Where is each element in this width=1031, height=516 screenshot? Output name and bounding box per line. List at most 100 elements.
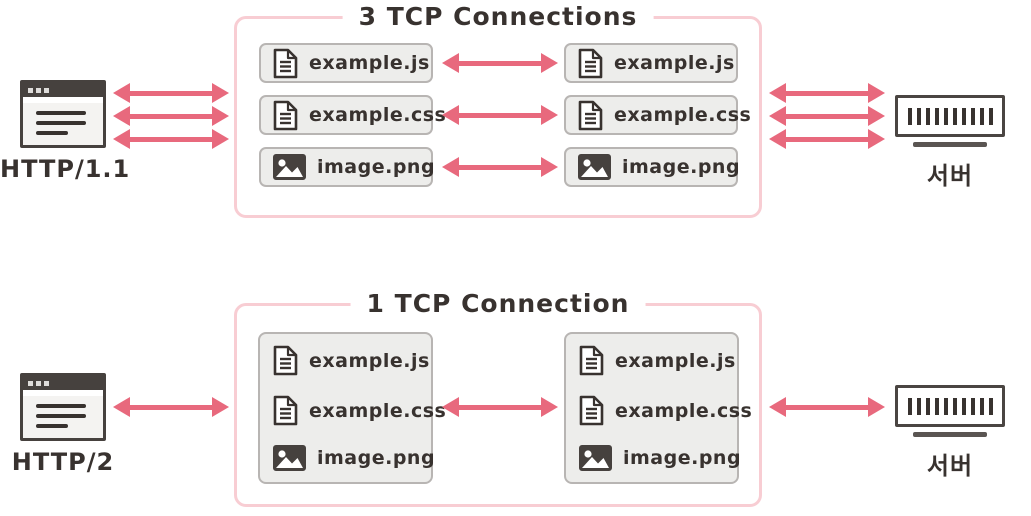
arrow-shaft — [786, 113, 868, 119]
document-icon — [578, 48, 603, 79]
arrow-shaft — [130, 136, 212, 142]
arrowhead — [442, 53, 459, 73]
arrow-shaft — [786, 136, 868, 142]
document-icon — [273, 345, 298, 376]
file-name: example.js — [614, 52, 735, 74]
server-label: 서버 — [926, 452, 974, 480]
file-name: example.css — [614, 104, 752, 126]
file-name: image.png — [317, 156, 436, 178]
arrowhead — [442, 397, 459, 417]
file-name: example.js — [309, 52, 430, 74]
browser-addressbar — [23, 97, 103, 103]
file-chip: example.js — [259, 43, 433, 83]
arrowhead — [212, 129, 229, 149]
tcp-connection-arrow — [113, 129, 229, 149]
arrow-shaft — [130, 113, 212, 119]
tcp-connection-arrow — [113, 106, 229, 126]
window-dot-icon — [36, 87, 41, 93]
file-group: example.js example.css image.png — [564, 332, 752, 484]
arrow-shaft — [459, 164, 541, 170]
tcp-connection-arrow — [769, 129, 885, 149]
arrowhead — [212, 397, 229, 417]
file-row: image.png — [579, 445, 741, 471]
file-name: example.css — [615, 399, 753, 422]
image-icon — [273, 445, 306, 471]
document-icon — [579, 345, 604, 376]
image-icon — [273, 154, 306, 180]
frame-title: 1 TCP Connection — [350, 289, 646, 318]
arrowhead — [541, 105, 558, 125]
arrow-shaft — [130, 90, 212, 96]
image-icon — [579, 445, 612, 471]
arrowhead — [769, 129, 786, 149]
browser-titlebar — [23, 83, 103, 97]
arrowhead — [769, 83, 786, 103]
arrowhead — [113, 129, 130, 149]
client-label: HTTP/2 — [11, 448, 115, 476]
client-label: HTTP/1.1 — [0, 155, 131, 183]
file-chip: image.png — [564, 147, 741, 187]
tcp-connection-arrow — [769, 83, 885, 103]
server-label: 서버 — [926, 162, 974, 190]
tcp-connection-arrow — [113, 397, 229, 417]
arrow-shaft — [459, 404, 541, 410]
image-icon — [578, 154, 611, 180]
server-base — [913, 142, 987, 147]
file-row: example.js — [273, 345, 430, 376]
file-chip: example.css — [564, 95, 751, 135]
window-dot-icon — [44, 87, 49, 93]
file-name: example.js — [615, 349, 736, 372]
browser-icon — [20, 80, 106, 148]
arrow-shaft — [786, 404, 868, 410]
arrowhead — [868, 129, 885, 149]
browser-icon — [20, 373, 106, 441]
document-icon — [273, 395, 298, 426]
file-transfer-arrow — [442, 105, 558, 125]
tcp-connection-arrow — [769, 397, 885, 417]
browser-addressbar — [23, 390, 103, 396]
file-chip: example.js — [564, 43, 738, 83]
arrowhead — [442, 105, 459, 125]
arrowhead — [868, 83, 885, 103]
browser-titlebar — [23, 376, 103, 390]
browser-content-lines — [23, 103, 103, 135]
frame-title: 3 TCP Connections — [342, 2, 654, 31]
file-row: example.css — [579, 395, 752, 426]
file-row: image.png — [273, 445, 435, 471]
arrowhead — [212, 83, 229, 103]
document-icon — [273, 100, 298, 131]
arrowhead — [769, 106, 786, 126]
file-name: example.css — [309, 399, 447, 422]
arrowhead — [442, 157, 459, 177]
document-icon — [273, 48, 298, 79]
arrowhead — [113, 106, 130, 126]
arrowhead — [113, 83, 130, 103]
document-icon — [578, 100, 603, 131]
file-name: image.png — [317, 447, 436, 469]
arrowhead — [868, 397, 885, 417]
file-chip: example.css — [259, 95, 446, 135]
file-transfer-arrow — [442, 397, 558, 417]
arrowhead — [868, 106, 885, 126]
arrow-shaft — [786, 90, 868, 96]
document-icon — [579, 395, 604, 426]
arrowhead — [113, 397, 130, 417]
file-row: example.js — [579, 345, 736, 376]
arrowhead — [541, 53, 558, 73]
server-rack-icon — [895, 95, 1005, 137]
window-dot-icon — [36, 380, 41, 386]
file-group: example.js example.css image.png — [258, 332, 446, 484]
file-name: image.png — [623, 447, 742, 469]
server-rack-icon — [895, 385, 1005, 427]
file-name: example.css — [309, 104, 447, 126]
file-transfer-arrow — [442, 53, 558, 73]
window-dot-icon — [28, 380, 33, 386]
file-row: example.css — [273, 395, 446, 426]
arrow-shaft — [459, 60, 541, 66]
file-name: example.js — [309, 349, 430, 372]
file-transfer-arrow — [442, 157, 558, 177]
file-name: image.png — [622, 156, 741, 178]
browser-content-lines — [23, 396, 103, 428]
server-base — [913, 432, 987, 437]
